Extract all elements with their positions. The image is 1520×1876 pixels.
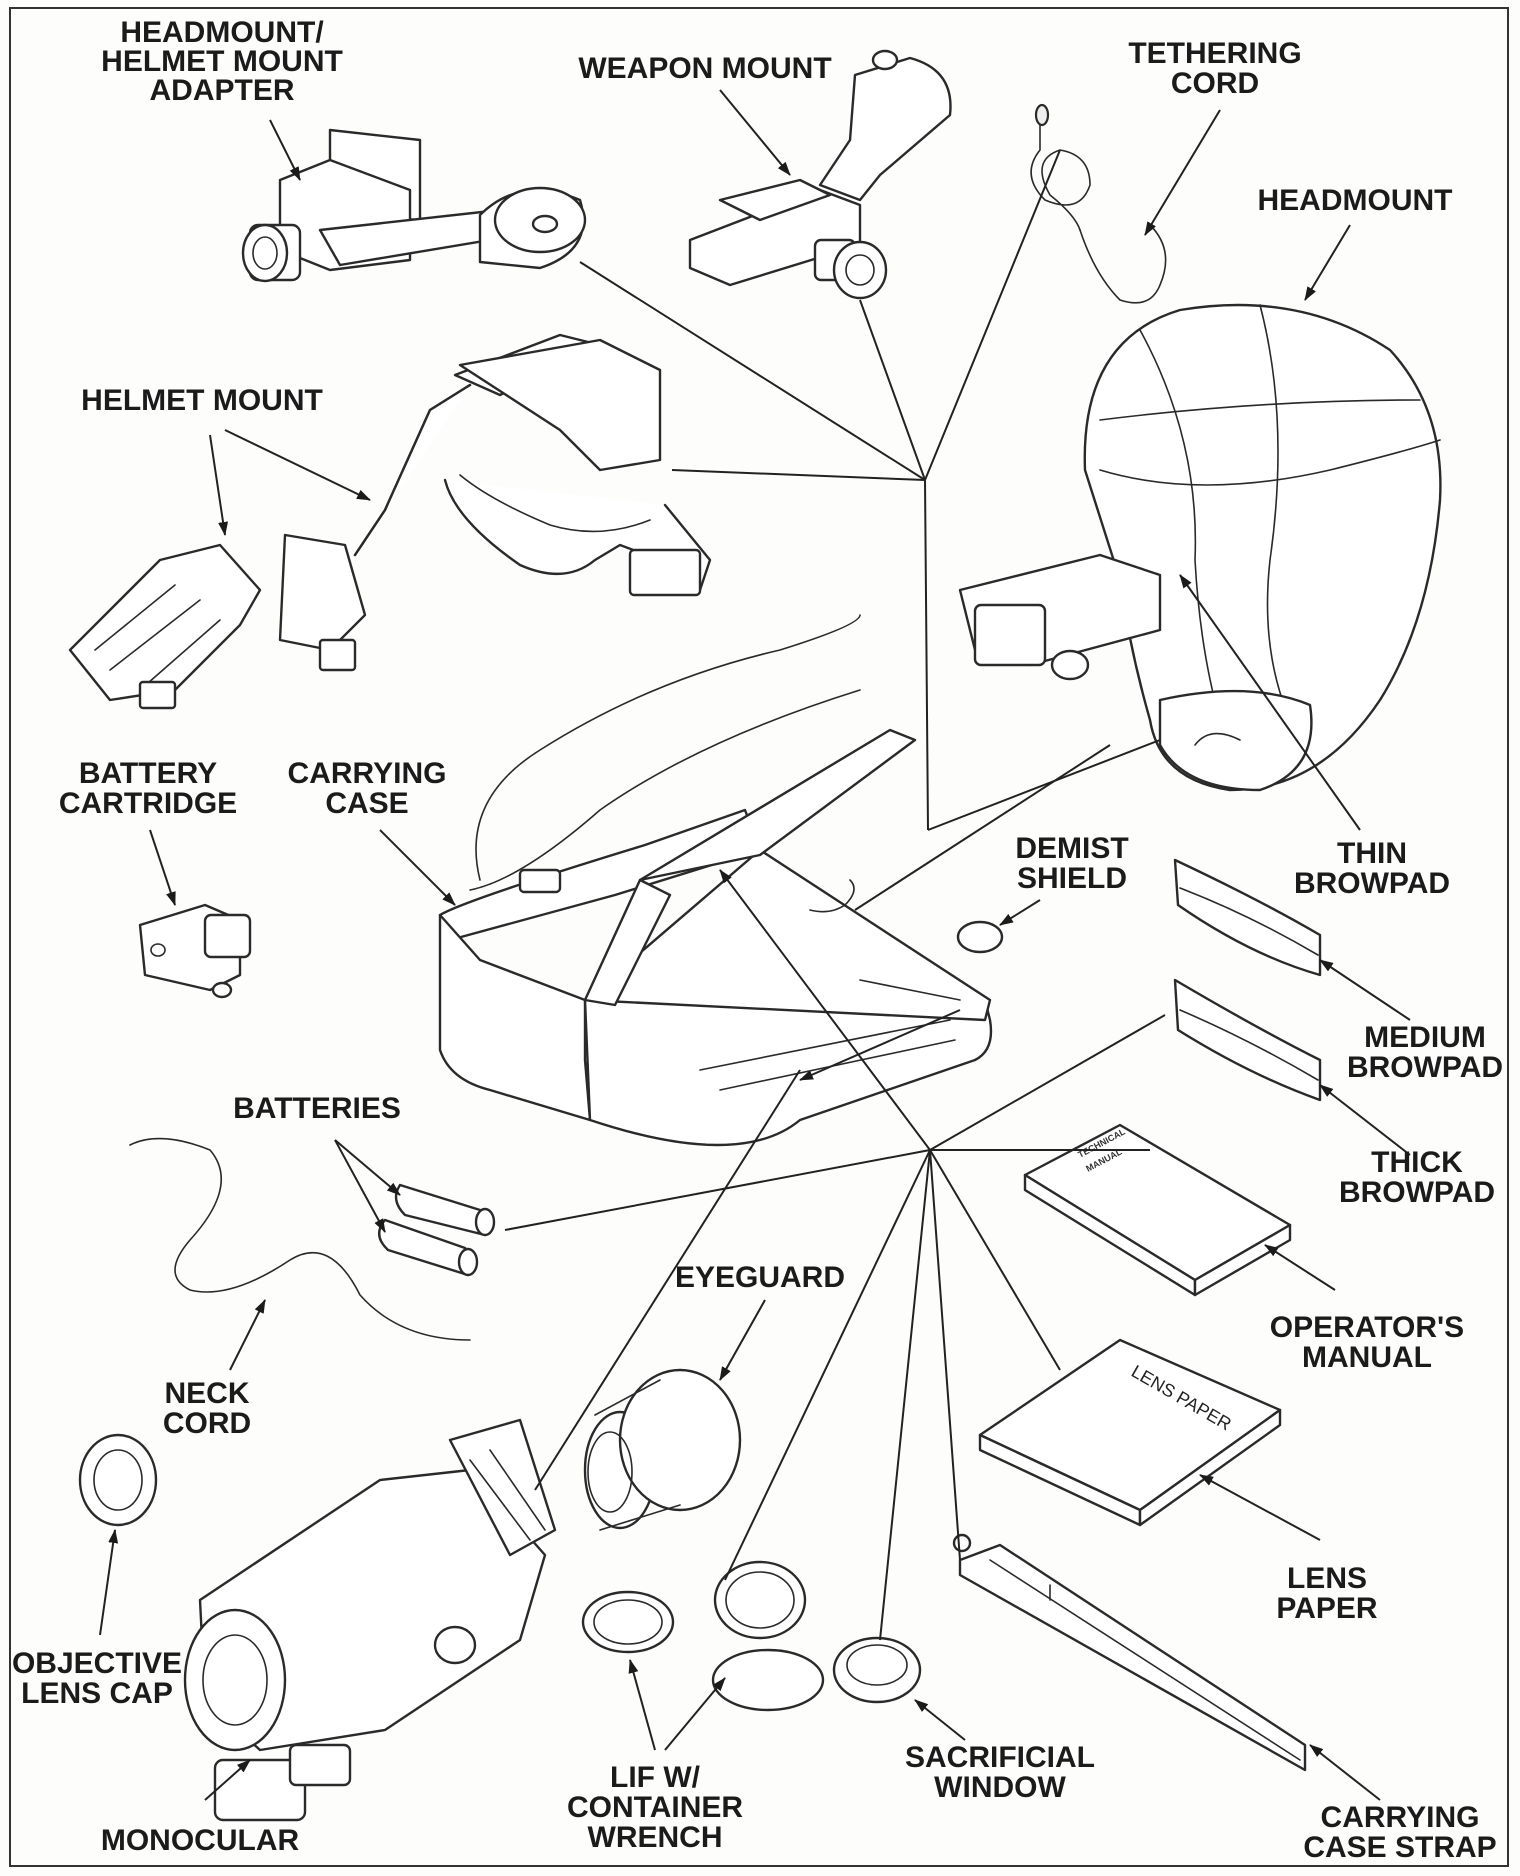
labels: HEADMOUNT/ HELMET MOUNT ADAPTER WEAPON M…: [12, 16, 1503, 1864]
thin-browpad-illustration: [1173, 858, 1322, 977]
label-lif-container-wrench-line3: WRENCH: [588, 1821, 723, 1854]
label-tethering-cord-line1: TETHERING: [1128, 37, 1301, 70]
label-helmet-mount: HELMET MOUNT: [81, 384, 323, 417]
lif-container-wrench-illustration: [581, 1560, 825, 1712]
tethering-cord-illustration: [1030, 103, 1167, 304]
label-eyeguard: EYEGUARD: [675, 1261, 845, 1294]
label-neck-cord-line1: NECK: [164, 1377, 249, 1410]
label-headmount-helmet-mount-adapter-line2: HELMET MOUNT: [101, 45, 343, 78]
battery-cartridge-illustration: [138, 903, 252, 999]
label-medium-browpad-line1: MEDIUM: [1364, 1021, 1486, 1054]
label-objective-lens-cap-line2: LENS CAP: [21, 1677, 173, 1710]
demist-shield-illustration: [956, 920, 1004, 954]
weapon-mount-illustration: [688, 49, 952, 300]
label-thin-browpad-line2: BROWPAD: [1294, 867, 1450, 900]
label-weapon-mount: WEAPON MOUNT: [578, 52, 831, 85]
label-headmount: HEADMOUNT: [1258, 184, 1453, 217]
label-carrying-case-line2: CASE: [325, 787, 408, 820]
page-frame: [9, 7, 1509, 1867]
label-demist-shield-line1: DEMIST: [1015, 832, 1128, 865]
label-sacrificial-window-line2: WINDOW: [934, 1771, 1066, 1804]
label-battery-cartridge-line2: CARTRIDGE: [59, 787, 237, 820]
headmount-helmet-mount-adapter-illustration: [241, 128, 587, 283]
label-lens-paper-line2: PAPER: [1276, 1592, 1377, 1625]
label-carrying-case-line1: CARRYING: [288, 757, 447, 790]
label-thick-browpad-line2: BROWPAD: [1339, 1176, 1495, 1209]
objective-lens-cap-illustration: [78, 1433, 158, 1527]
label-thin-browpad-line1: THIN: [1337, 837, 1407, 870]
sacrificial-window-illustration: [832, 1636, 922, 1704]
label-operators-manual-line2: MANUAL: [1302, 1341, 1432, 1374]
label-tethering-cord-line2: CORD: [1171, 67, 1259, 100]
label-lif-container-wrench-line2: CONTAINER: [567, 1791, 743, 1824]
thick-browpad-illustration: [1173, 978, 1322, 1102]
label-headmount-helmet-mount-adapter-line3: ADAPTER: [149, 74, 294, 107]
label-thick-browpad-line1: THICK: [1371, 1146, 1463, 1179]
label-operators-manual-line1: OPERATOR'S: [1270, 1311, 1464, 1344]
monocular-illustration: [183, 1418, 557, 1822]
label-arrows: [99, 89, 1411, 1801]
label-headmount-helmet-mount-adapter-line1: HEADMOUNT/: [120, 16, 324, 49]
carrying-case-illustration: [438, 614, 993, 1147]
label-sacrificial-window-line1: SACRIFICIAL: [905, 1741, 1095, 1774]
label-medium-browpad-line2: BROWPAD: [1347, 1051, 1503, 1084]
label-demist-shield-line2: SHIELD: [1017, 862, 1127, 895]
label-lens-paper-line1: LENS: [1287, 1562, 1367, 1595]
lens-paper-illustration: LENS PAPER: [978, 1338, 1282, 1527]
label-objective-lens-cap-line1: OBJECTIVE: [12, 1647, 182, 1680]
label-carrying-case-strap-line1: CARRYING: [1321, 1801, 1480, 1834]
label-monocular: MONOCULAR: [101, 1824, 300, 1857]
helmet-mount-illustration: [68, 333, 712, 710]
leader-lines: [504, 149, 1166, 1641]
label-batteries: BATTERIES: [233, 1092, 401, 1125]
label-neck-cord-line2: CORD: [163, 1407, 251, 1440]
label-lif-container-wrench-line1: LIF W/: [610, 1761, 701, 1794]
headmount-illustration: [958, 303, 1442, 792]
eyeguard-illustration: [583, 1368, 742, 1531]
batteries-illustration: [378, 1183, 496, 1277]
carrying-case-strap-illustration: [952, 1533, 1307, 1772]
neck-cord-illustration: [129, 1137, 471, 1341]
label-battery-cartridge-line1: BATTERY: [79, 757, 217, 790]
label-carrying-case-strap-line2: CASE STRAP: [1303, 1831, 1496, 1864]
operators-manual-illustration: TECHNICAL MANUAL: [1023, 1123, 1292, 1297]
